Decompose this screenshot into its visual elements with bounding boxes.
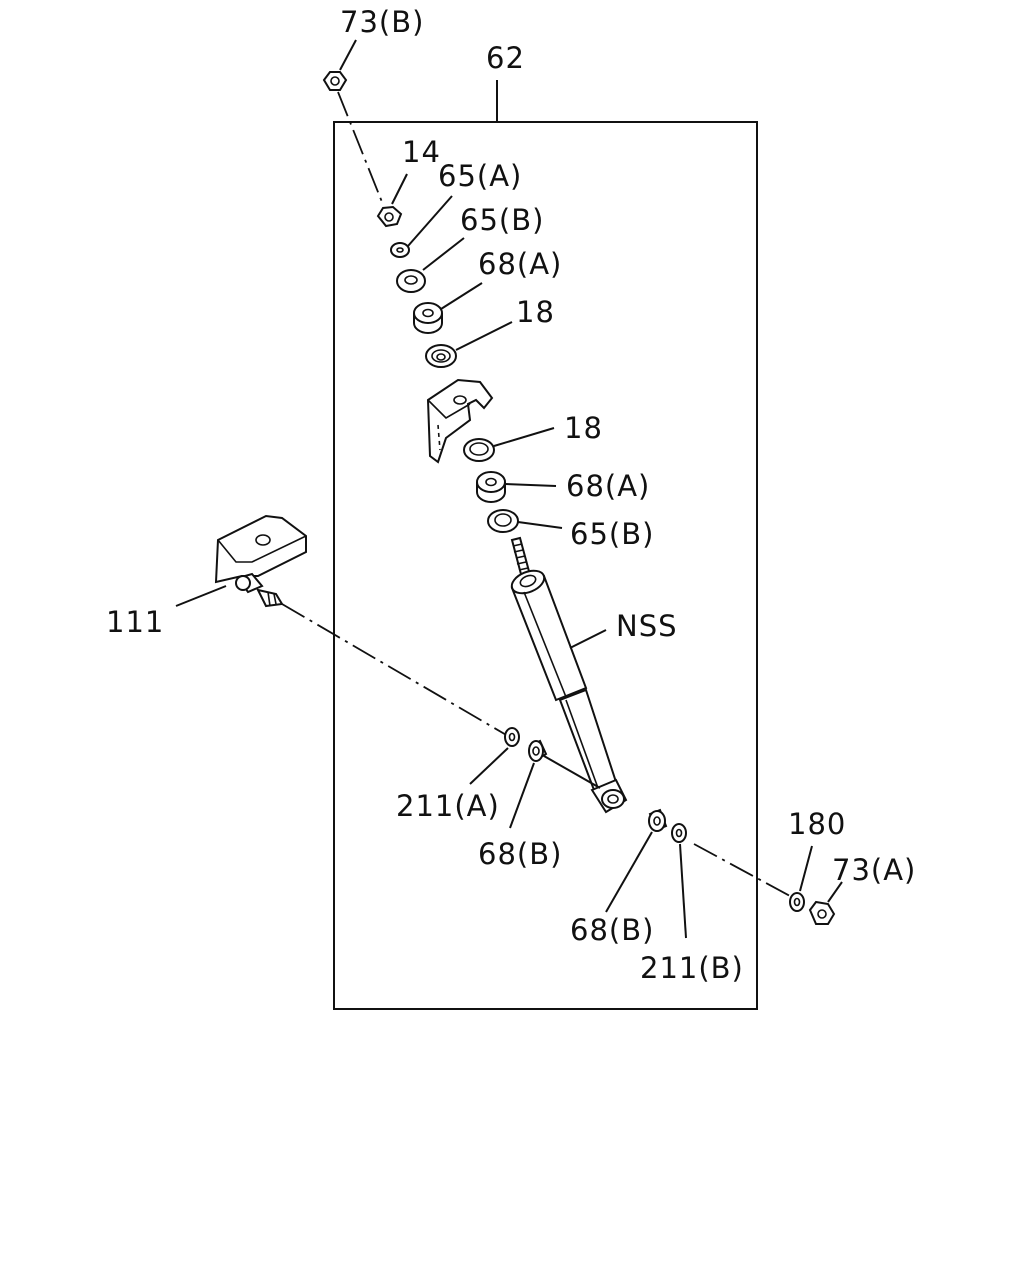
label-211b: 211(B)	[640, 951, 744, 985]
label-65b-top: 65(B)	[460, 203, 544, 237]
leader-68b-left	[509, 762, 535, 829]
nut-73b	[322, 71, 348, 91]
label-111: 111	[106, 605, 164, 639]
label-62: 62	[486, 41, 525, 75]
leader-68b-right	[605, 831, 653, 913]
bushing-68a-mid	[476, 471, 506, 503]
bushing-68a-top	[413, 302, 443, 334]
leader-73b	[339, 39, 357, 71]
leader-65a	[407, 195, 453, 247]
leader-65b-top	[422, 237, 465, 271]
washer-180	[789, 892, 805, 912]
bracket-111	[214, 514, 307, 608]
kit-boundary-box	[333, 121, 758, 1010]
frame-bracket	[426, 378, 494, 464]
washer-211a	[504, 727, 520, 747]
leader-18-top	[455, 321, 513, 351]
label-14: 14	[402, 135, 441, 169]
leader-68a-mid	[504, 483, 557, 487]
label-65a: 65(A)	[438, 159, 522, 193]
cup-18-top	[425, 344, 457, 368]
washer-65b-mid	[487, 509, 519, 533]
label-nss: NSS	[616, 609, 678, 643]
leader-65b-mid	[517, 521, 563, 529]
leader-68a-top	[440, 282, 483, 310]
bolt-shank	[543, 755, 601, 789]
label-180: 180	[788, 807, 846, 841]
label-68a-mid: 68(A)	[566, 469, 650, 503]
label-18-mid: 18	[564, 411, 603, 445]
centerline-bolt	[281, 603, 509, 737]
bushing-68b-right	[648, 808, 668, 832]
label-73b: 73(B)	[340, 5, 424, 39]
nut-14	[376, 205, 403, 228]
cup-18-mid	[463, 438, 495, 462]
washer-65a	[390, 242, 410, 258]
label-73a: 73(A)	[832, 853, 916, 887]
bushing-68b-left	[528, 739, 548, 762]
label-65b-mid: 65(B)	[570, 517, 654, 551]
leader-111	[175, 585, 227, 607]
centerline-right	[693, 843, 791, 897]
nut-73a	[808, 900, 836, 925]
leader-180	[799, 845, 813, 892]
label-68b-left: 68(B)	[478, 837, 562, 871]
centerline-top	[337, 91, 383, 203]
shock-absorber-nss	[510, 536, 628, 814]
leader-211b	[679, 843, 687, 939]
label-211a: 211(A)	[396, 789, 500, 823]
leader-18-mid	[493, 427, 555, 447]
leader-73a	[827, 881, 843, 903]
label-18-top: 18	[516, 295, 555, 329]
label-68b-right: 68(B)	[570, 913, 654, 947]
leader-nss	[569, 629, 607, 649]
leader-14	[391, 173, 408, 205]
leader-211a	[469, 747, 509, 785]
washer-65b-top	[396, 269, 426, 293]
label-68a-top: 68(A)	[478, 247, 562, 281]
washer-211b	[671, 823, 687, 843]
